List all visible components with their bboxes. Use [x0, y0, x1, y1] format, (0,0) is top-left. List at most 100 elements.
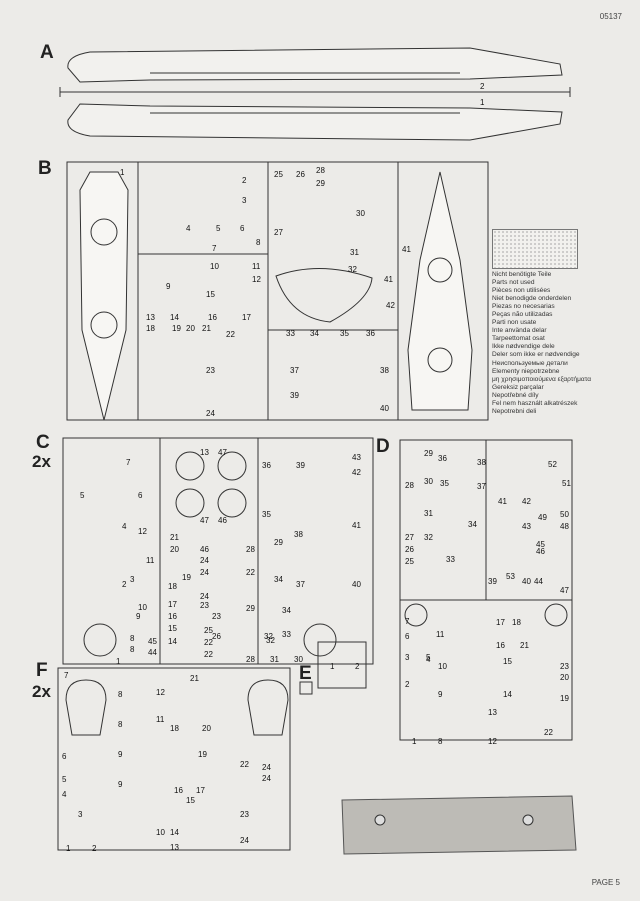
part-c-label: 6 — [138, 491, 143, 500]
part-f-label: 18 — [170, 724, 179, 733]
part-c-label: 3 — [130, 575, 135, 584]
part-c-label: 9 — [136, 612, 141, 621]
part-c-label: 47 — [218, 448, 227, 457]
part-b-label: 11 — [252, 262, 261, 271]
part-d-label: 32 — [424, 533, 433, 542]
part-b-label: 40 — [380, 404, 389, 413]
part-f-label: 20 — [202, 724, 211, 733]
part-c-label: 23 — [200, 601, 209, 610]
part-c-label: 24 — [200, 592, 209, 601]
part-c-label: 23 — [212, 612, 221, 621]
part-f-label: 11 — [156, 715, 165, 724]
part-b-label: 41 — [384, 275, 393, 284]
part-f-label: 19 — [198, 750, 207, 759]
legend-line: Неиспользуемые детали — [492, 359, 568, 367]
part-f-label: 5 — [62, 775, 67, 784]
part-d-label: 6 — [405, 632, 410, 641]
section-e-label: E — [299, 663, 312, 684]
part-f-label: 14 — [170, 828, 179, 837]
part-f-label: 21 — [190, 674, 199, 683]
section-f-label: F — [36, 660, 48, 681]
page-number: PAGE 5 — [591, 878, 620, 887]
part-d-label: 50 — [560, 510, 569, 519]
part-c-label: 8 — [130, 634, 135, 643]
part-d-label: 36 — [438, 454, 447, 463]
part-b-label: 1 — [120, 168, 125, 177]
part-b-label: 15 — [206, 290, 215, 299]
part-b-label: 20 — [186, 324, 195, 333]
part-d-label: 15 — [503, 657, 512, 666]
part-b-label: 30 — [356, 209, 365, 218]
part-c-label: 44 — [148, 648, 157, 657]
part-d-label: 53 — [506, 572, 515, 581]
part-d-label: 51 — [562, 479, 571, 488]
part-f-label: 9 — [118, 780, 123, 789]
legend-line: Gereksiz parçalar — [492, 383, 544, 391]
part-c-label: 10 — [138, 603, 147, 612]
part-b-label: 19 — [172, 324, 181, 333]
part-d-label: 17 — [496, 618, 505, 627]
part-c-label: 18 — [168, 582, 177, 591]
part-f-label: 7 — [64, 671, 69, 680]
part-c-label: 29 — [246, 604, 255, 613]
part-b-label: 38 — [380, 366, 389, 375]
part-d-label: 43 — [522, 522, 531, 531]
part-b-label: 34 — [310, 329, 319, 338]
part-c-label: 8 — [130, 645, 135, 654]
part-f-label: 8 — [118, 720, 123, 729]
part-d-label: 52 — [548, 460, 557, 469]
part-b-label: 41 — [402, 245, 411, 254]
part-f-label: 15 — [186, 796, 195, 805]
part-c-label: 37 — [296, 580, 305, 589]
part-f-label: 24 — [240, 836, 249, 845]
part-c-label: 46 — [218, 516, 227, 525]
part-c-label: 32 — [264, 632, 273, 641]
part-c-label: 13 — [200, 448, 209, 457]
part-c-label: 33 — [282, 630, 291, 639]
legend-line: Elementy niepotrzebne — [492, 367, 560, 375]
unused-parts-legend: Nicht benötigte Teile Parts not used Piè… — [492, 271, 612, 416]
part-c-label: 46 — [200, 545, 209, 554]
part-b-label: 42 — [386, 301, 395, 310]
part-c-label: 22 — [246, 568, 255, 577]
part-b-label: 29 — [316, 179, 325, 188]
part-d-label: 37 — [477, 482, 486, 491]
legend-line: Parti non usate — [492, 319, 537, 327]
part-c-label: 7 — [126, 458, 131, 467]
part-c-label: 25 — [204, 626, 213, 635]
part-d-label: 41 — [498, 497, 507, 506]
part-d-label: 23 — [560, 662, 569, 671]
part-d-label: 3 — [405, 653, 410, 662]
legend-line: Tarpeettomat osat — [492, 335, 545, 343]
part-f-label: 22 — [240, 760, 249, 769]
part-c-label: 20 — [170, 545, 179, 554]
legend-line: Inte använda delar — [492, 327, 547, 335]
part-d-label: 12 — [488, 737, 497, 746]
part-b-label: 31 — [350, 248, 359, 257]
part-b-label: 14 — [170, 313, 179, 322]
part-d-label: 18 — [512, 618, 521, 627]
legend-line: μη χρησιμοποιούμενα εξαρτήματα — [492, 375, 592, 383]
part-d-label: 22 — [544, 728, 553, 737]
part-c-label: 45 — [148, 637, 157, 646]
part-d-label: 2 — [405, 680, 410, 689]
part-b-label: 6 — [240, 224, 245, 233]
part-d-label: 26 — [405, 545, 414, 554]
part-c-label: 29 — [274, 538, 283, 547]
part-f-label: 13 — [170, 843, 179, 852]
part-d-label: 49 — [538, 513, 547, 522]
part-b-label: 18 — [146, 324, 155, 333]
part-b-label: 9 — [166, 282, 171, 291]
part-e-label: 2 — [355, 662, 360, 671]
part-d-label: 7 — [405, 617, 410, 626]
part-f-label: 23 — [240, 810, 249, 819]
part-d-label: 31 — [424, 509, 433, 518]
legend-line: Nepotřebné díly — [492, 391, 539, 399]
part-c-label: 5 — [80, 491, 85, 500]
part-c-label: 43 — [352, 453, 361, 462]
section-a-label: A — [40, 42, 54, 63]
legend-line: Nicht benötigte Teile — [492, 271, 552, 278]
part-f-label: 4 — [62, 790, 67, 799]
part-c-label: 1 — [116, 657, 121, 666]
